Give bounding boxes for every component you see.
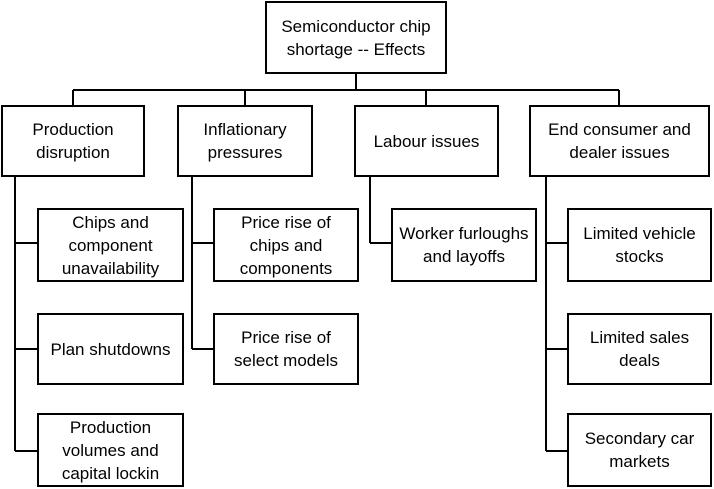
leaf-node-limited-vehicle-stocks: Limited vehicle stocks bbox=[567, 208, 712, 282]
leaf-node-worker-furloughs-layoffs: Worker furloughs and layoffs bbox=[391, 208, 537, 282]
root-node-label: Semiconductor chip shortage -- Effects bbox=[281, 16, 431, 59]
leaf-label: Plan shutdowns bbox=[50, 339, 171, 359]
leaf-node-limited-sales-deals: Limited sales deals bbox=[567, 313, 712, 385]
leaf-node-chips-component-unavailability: Chips and component unavailability bbox=[37, 208, 184, 282]
category-label: Inflationary pressures bbox=[203, 120, 287, 162]
category-node-inflationary-pressures: Inflationary pressures bbox=[177, 105, 313, 177]
leaf-node-secondary-car-markets: Secondary car markets bbox=[567, 413, 712, 487]
leaf-label: Price rise of chips and components bbox=[239, 212, 333, 278]
category-node-end-consumer-dealer-issues: End consumer and dealer issues bbox=[529, 105, 710, 177]
category-label: Production disruption bbox=[32, 120, 114, 162]
leaf-label: Worker furloughs and layoffs bbox=[399, 224, 529, 266]
category-label: Labour issues bbox=[373, 131, 480, 151]
leaf-label: Limited sales deals bbox=[589, 328, 690, 370]
leaf-label: Chips and component unavailability bbox=[61, 212, 160, 278]
leaf-label: Limited vehicle stocks bbox=[583, 224, 696, 266]
category-node-production-disruption: Production disruption bbox=[1, 105, 145, 177]
leaf-node-price-rise-select-models: Price rise of select models bbox=[213, 313, 359, 385]
leaf-node-price-rise-chips-components: Price rise of chips and components bbox=[213, 208, 359, 282]
leaf-label: Price rise of select models bbox=[234, 328, 338, 370]
category-node-labour-issues: Labour issues bbox=[354, 105, 499, 177]
leaf-label: Production volumes and capital lockin bbox=[61, 417, 160, 483]
root-node: Semiconductor chip shortage -- Effects bbox=[265, 1, 447, 74]
leaf-node-production-volumes-capital-lockin: Production volumes and capital lockin bbox=[37, 413, 184, 487]
leaf-node-plan-shutdowns: Plan shutdowns bbox=[37, 313, 184, 385]
leaf-label: Secondary car markets bbox=[584, 429, 695, 471]
category-label: End consumer and dealer issues bbox=[548, 120, 691, 162]
